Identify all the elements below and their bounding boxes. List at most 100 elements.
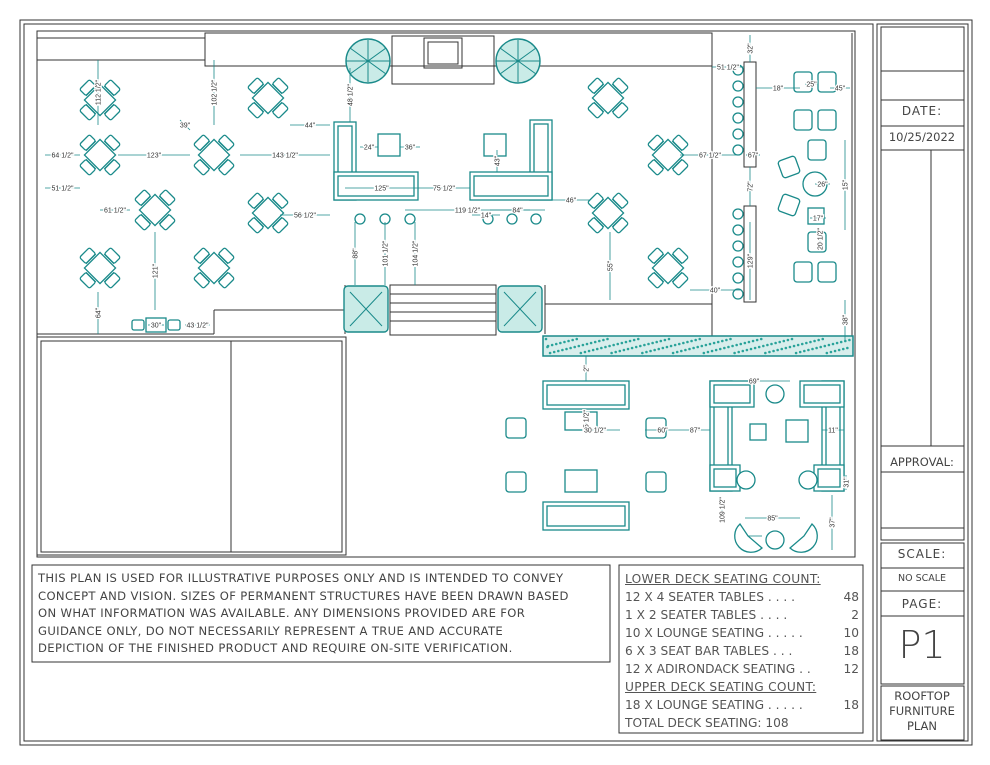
chair-back: [217, 140, 229, 152]
chair: [247, 192, 265, 210]
chair: [217, 271, 235, 289]
chair-back: [253, 198, 265, 210]
hedge-leaf: [696, 345, 699, 349]
hedge-leaf: [792, 344, 796, 348]
chair-back: [140, 213, 152, 225]
hedge-leaf: [755, 338, 759, 342]
chair: [103, 134, 121, 152]
chair-back: [671, 158, 683, 170]
hedge-leaf: [708, 342, 712, 346]
hedge-leaf: [573, 345, 576, 349]
chair: [193, 134, 211, 152]
lounge-chair: [817, 71, 837, 93]
dimension-label: 104 1/2": [413, 240, 420, 266]
hedge-leaf: [815, 346, 818, 350]
hedge-leaf: [667, 337, 671, 341]
hedge-leaf: [655, 340, 658, 344]
chair: [647, 247, 665, 265]
hedge-leaf: [841, 347, 845, 351]
chair-back: [199, 271, 211, 283]
dimension-label: 44": [305, 123, 316, 130]
chair-back: [653, 158, 665, 170]
chair-back: [103, 271, 115, 283]
table-top: [591, 81, 625, 115]
sofa-cushion: [546, 384, 626, 406]
hedge-leaf: [620, 341, 624, 345]
chair: [647, 134, 665, 152]
hedge-leaf: [571, 338, 574, 342]
chair: [103, 271, 121, 289]
dimension-label: 32": [748, 43, 755, 54]
hedge-leaf: [694, 338, 697, 342]
dimension-label: 2": [584, 365, 591, 372]
dimension-label: 46": [566, 198, 577, 205]
hedge-leaf: [593, 340, 597, 344]
dimension-line: [179, 119, 191, 131]
chair-back: [158, 213, 170, 225]
chair-back: [85, 85, 97, 97]
chair-back: [271, 216, 283, 228]
hedge-leaf: [803, 349, 806, 353]
hedge-leaf: [817, 338, 820, 342]
dimension-label: 15": [843, 179, 850, 190]
hedge-leaf: [835, 341, 839, 345]
seating-row-label: 18 X LOUNGE SEATING . . . . .: [625, 698, 803, 712]
lounge-chair: [505, 417, 527, 439]
round-table: [765, 384, 785, 404]
coffee-table: [483, 133, 507, 157]
dimension-label: 51 1/2": [52, 186, 74, 193]
lounge-chair: [807, 139, 827, 161]
page-number: P1: [898, 623, 946, 667]
hedge-leaf: [583, 350, 587, 354]
hedge-leaf: [790, 337, 794, 341]
chair: [247, 216, 265, 234]
hedge-leaf: [788, 345, 792, 349]
seating-row-value: 48: [843, 590, 859, 604]
chair: [587, 77, 605, 95]
hedge-leaf: [684, 348, 687, 352]
hedge-leaf: [639, 344, 642, 348]
dimension-label: 67 1/2": [699, 153, 721, 160]
dimension-label: 56 1/2": [294, 213, 316, 220]
sectional-sofa: [542, 380, 630, 410]
chair-back: [671, 140, 683, 152]
hedge-leaf: [704, 343, 708, 347]
chair-back: [611, 216, 623, 228]
notes-box: [31, 564, 611, 663]
hedge-leaf: [565, 347, 568, 351]
hedge-leaf: [557, 349, 560, 353]
sheet-title-line: FURNITURE: [889, 704, 955, 718]
hedge-leaf: [721, 339, 724, 343]
chair: [79, 79, 97, 97]
dimension-label: 64": [96, 307, 103, 318]
chair-back: [158, 195, 170, 207]
seating-row: 12 X ADIRONDACK SEATING . .12: [625, 660, 859, 678]
dimension-label: 123": [147, 153, 162, 160]
hedge-leaf: [794, 351, 798, 355]
four-seat-table: [247, 77, 289, 119]
chair-back: [85, 140, 97, 152]
chair: [247, 101, 265, 119]
hedge-leaf: [616, 342, 620, 346]
date-label: DATE:: [901, 104, 943, 118]
chair-back: [253, 216, 265, 228]
table-top: [591, 196, 625, 230]
chair: [647, 158, 665, 176]
sheet-title-line: ROOFTOP: [894, 689, 950, 703]
seating-row-label: 12 X ADIRONDACK SEATING . .: [625, 662, 811, 676]
chair-back: [85, 253, 97, 265]
hedge-leaf: [563, 340, 566, 344]
chair-back: [253, 83, 265, 95]
hedge-leaf: [737, 350, 740, 354]
hedge-leaf: [807, 348, 810, 352]
hedge-leaf: [598, 339, 601, 343]
table-top: [197, 138, 231, 172]
hedge-leaf: [778, 340, 781, 344]
hedge-leaf: [661, 346, 665, 350]
dimension-label: 121": [153, 263, 160, 278]
hedge-leaf: [589, 341, 593, 345]
lounge-chair: [645, 471, 667, 493]
dimension-label: 112 1/2": [96, 79, 103, 105]
hedge-leaf: [569, 346, 572, 350]
lounge-chair: [505, 471, 527, 493]
